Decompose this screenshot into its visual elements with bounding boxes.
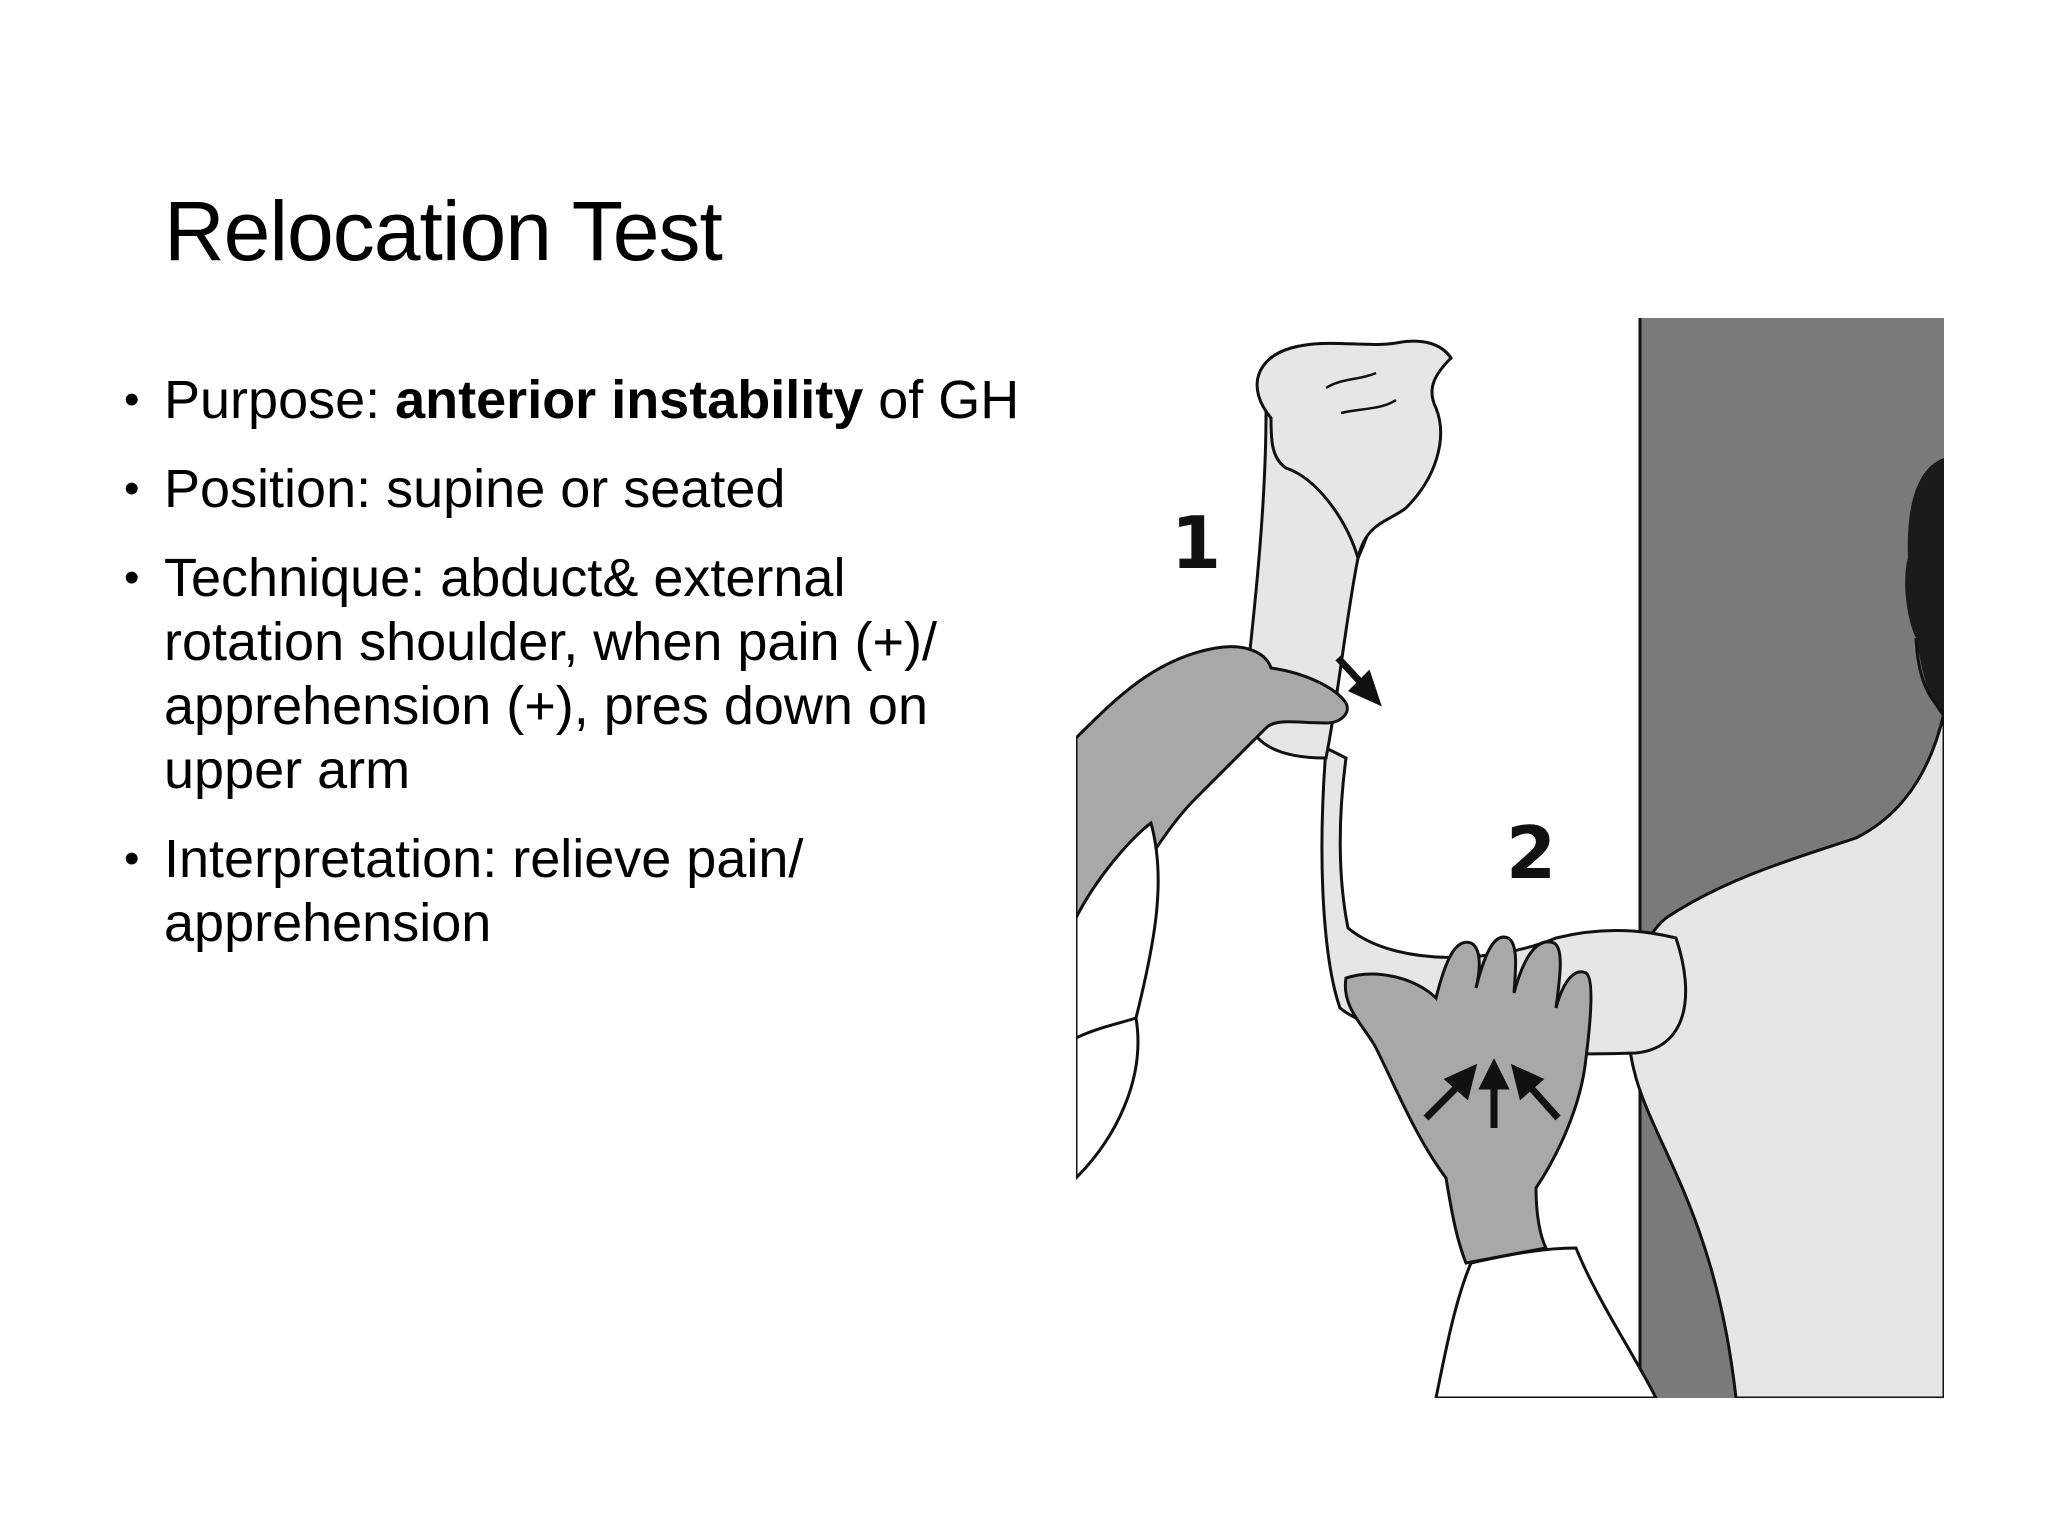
- force-arrows: [1335, 655, 1561, 1128]
- bullet-dot: •: [124, 375, 140, 424]
- patient-hand: [1255, 339, 1453, 564]
- bullet-item-interpretation: • Interpretation: relieve pain/ apprehen…: [124, 827, 1024, 955]
- relocation-test-illustration: 1 2: [1076, 318, 1944, 1398]
- bullet-text: Position: supine or seated: [164, 459, 786, 519]
- bullet-dot: •: [124, 834, 140, 883]
- bullet-text: Purpose:: [164, 370, 396, 430]
- bullet-item-technique: • Technique: abduct& external rotation s…: [124, 546, 1024, 802]
- patient-upper-arm: [1320, 745, 1688, 1056]
- examiner-hand-bottom: [1343, 935, 1593, 1265]
- bullet-item-purpose: • Purpose: anterior instability of GH: [124, 368, 1024, 432]
- bullet-dot: •: [124, 553, 140, 602]
- bullet-item-position: • Position: supine or seated: [124, 457, 1024, 521]
- slide-title: Relocation Test: [164, 184, 723, 278]
- bullet-emphasis: anterior instability: [395, 370, 864, 430]
- step-1-label: 1: [1171, 501, 1221, 585]
- bullet-dot: •: [124, 464, 140, 513]
- bullet-text: Technique: abduct& external rotation sho…: [164, 548, 937, 800]
- bullet-text: Interpretation: relieve pain/ apprehensi…: [164, 829, 804, 953]
- bullet-list: • Purpose: anterior instability of GH • …: [124, 368, 1024, 980]
- bullet-text-tail: of GH: [863, 370, 1020, 430]
- patient-head: [1905, 458, 1944, 718]
- step-2-label: 2: [1506, 811, 1556, 895]
